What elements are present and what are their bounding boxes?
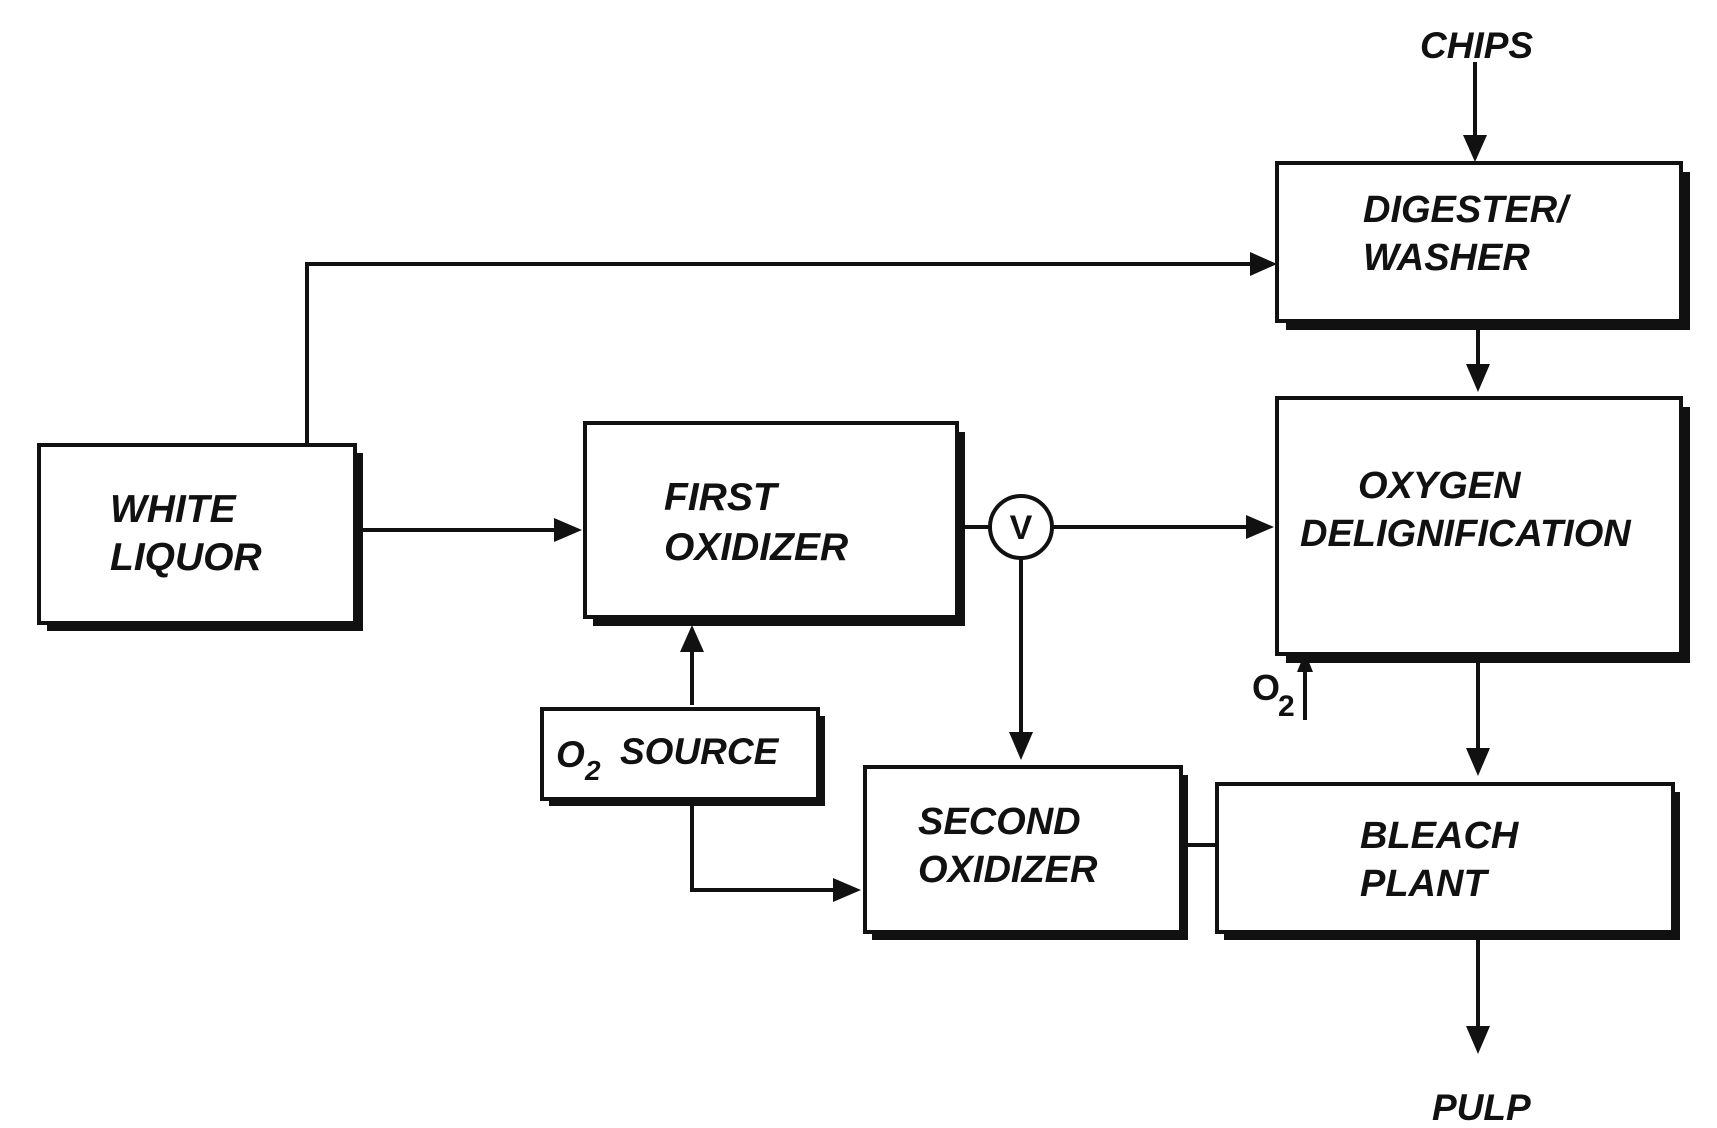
chips-label: CHIPS	[1420, 25, 1533, 66]
o2-source-subscript: 2	[584, 755, 601, 786]
digester-label-line2: WASHER	[1363, 237, 1530, 279]
valve-label: V	[1010, 509, 1033, 547]
o2-input-label: O 2	[1252, 667, 1295, 723]
white-liquor-frame	[37, 443, 357, 625]
oxygen-label-line2: DELIGNIFICATION	[1300, 513, 1632, 555]
second-oxidizer-label-line2: OXIDIZER	[918, 849, 1098, 891]
first-oxidizer-inlet-arrowhead	[554, 518, 582, 542]
o2-source-label: SOURCE	[620, 731, 780, 772]
bleach-label-line2: PLANT	[1360, 863, 1489, 905]
digester-label-line1: DIGESTER/	[1363, 189, 1571, 231]
first-oxidizer-frame	[583, 421, 959, 619]
valve-symbol: V	[988, 494, 1054, 560]
digester-washer-box: DIGESTER/ WASHER	[1275, 161, 1690, 330]
valve-circle	[988, 494, 1054, 560]
second-oxidizer-frame	[863, 765, 1183, 934]
o2-to-second-oxidizer-line	[690, 796, 834, 892]
oxygen-side-arrowhead	[1246, 515, 1274, 539]
oxygen-top-arrowhead	[1466, 364, 1490, 392]
second-oxidizer-top-arrowhead	[1009, 732, 1033, 760]
oxygen-frame	[1275, 396, 1683, 656]
first-oxidizer-label-line1: FIRST	[664, 476, 780, 519]
second-oxidizer-inlet-arrowhead	[833, 878, 861, 902]
second-oxidizer-label-line1: SECOND	[918, 801, 1081, 843]
bleach-plant-box: BLEACH PLANT	[1215, 782, 1680, 940]
first-oxidizer-label-line2: OXIDIZER	[664, 526, 848, 569]
connectors	[305, 62, 1490, 1054]
white-liquor-label-line1: WHITE	[110, 488, 237, 531]
o2-source-frame	[540, 707, 820, 801]
white-liquor-box: WHITE LIQUOR	[37, 443, 363, 631]
bleach-label-line1: BLEACH	[1360, 815, 1520, 857]
pulp-arrowhead	[1466, 1026, 1490, 1054]
digester-inlet-arrowhead	[1250, 252, 1277, 276]
white-liquor-label-line2: LIQUOR	[110, 536, 262, 579]
o2-source-o: O	[556, 734, 585, 775]
o2-input-subscript: 2	[1278, 690, 1295, 723]
pulp-label: PULP	[1432, 1087, 1531, 1128]
second-oxidizer-box: SECOND OXIDIZER	[863, 765, 1188, 940]
o2-source-box: O 2 SOURCE	[540, 707, 825, 806]
chips-arrowhead	[1463, 135, 1487, 162]
liquor-to-digester-line	[305, 262, 1252, 443]
bleach-frame	[1215, 782, 1675, 934]
oxygen-label-line1: OXYGEN	[1358, 465, 1522, 507]
oxygen-delignification-box: OXYGEN DELIGNIFICATION	[1275, 396, 1690, 663]
o2-input-o: O	[1252, 667, 1280, 708]
first-oxidizer-box: FIRST OXIDIZER	[583, 421, 965, 626]
digester-frame	[1275, 161, 1683, 323]
bleach-top-arrowhead	[1466, 748, 1490, 776]
first-oxidizer-bottom-arrowhead	[680, 625, 704, 652]
